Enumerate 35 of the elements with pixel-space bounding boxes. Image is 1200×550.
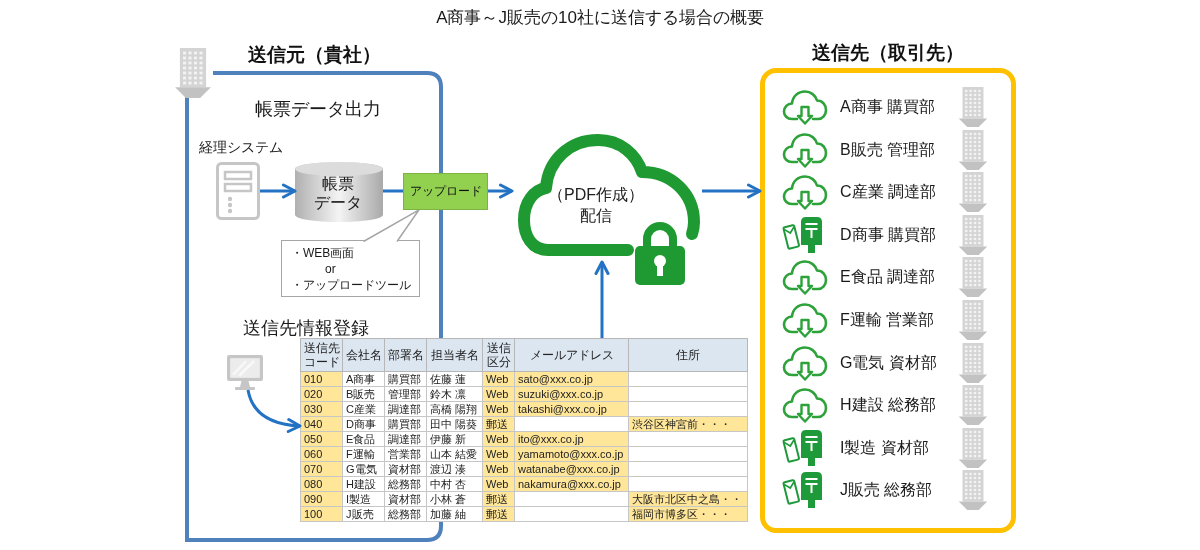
cylinder-label: 帳票データ [314, 174, 363, 212]
diagram-title: A商事～J販売の10社に送信する場合の概要 [436, 7, 764, 29]
recipient-name: H建設 総務部 [840, 395, 936, 415]
section-heading: 送信先情報登録 [243, 317, 369, 339]
column-header: メールアドレス [514, 338, 629, 372]
section-heading: 帳票データ出力 [255, 98, 381, 120]
recipient-name: A商事 購買部 [840, 97, 936, 117]
recipient-name: B販売 管理部 [840, 140, 936, 160]
column-header: 送信区分 [482, 338, 515, 372]
recipient-name: J販売 総務部 [840, 480, 933, 500]
arrow [594, 260, 610, 338]
panel-heading: 送信先（取引先） [812, 41, 964, 65]
recipient-name: E食品 調達部 [840, 267, 936, 287]
callout-text: ・WEB画面 [291, 245, 355, 261]
callout-text: or [325, 261, 336, 277]
column-header: 部署名 [384, 338, 427, 372]
arrow [702, 183, 762, 199]
arrow [260, 183, 297, 199]
recipient-name: G電気 資材部 [840, 353, 937, 373]
column-header: 住所 [628, 338, 748, 372]
recipient-name: C産業 調達部 [840, 182, 936, 202]
cloud-label: （PDF作成）配信 [547, 185, 645, 226]
callout-text: ・アップロードツール [291, 277, 411, 293]
column-header: 送信先コード [300, 338, 343, 372]
connector-line [383, 189, 403, 193]
column-header: 会社名 [342, 338, 385, 372]
recipient-name: D商事 購買部 [840, 225, 936, 245]
icon-caption: 経理システム [199, 139, 283, 156]
recipient-name: I製造 資材部 [840, 438, 929, 458]
recipient-name: F運輸 営業部 [840, 310, 935, 330]
column-header: 担当者名 [426, 338, 483, 372]
step-label: アップロード [409, 184, 482, 199]
arrow [246, 389, 302, 433]
panel-heading: 送信元（貴社） [247, 42, 381, 67]
arrow [488, 183, 514, 199]
